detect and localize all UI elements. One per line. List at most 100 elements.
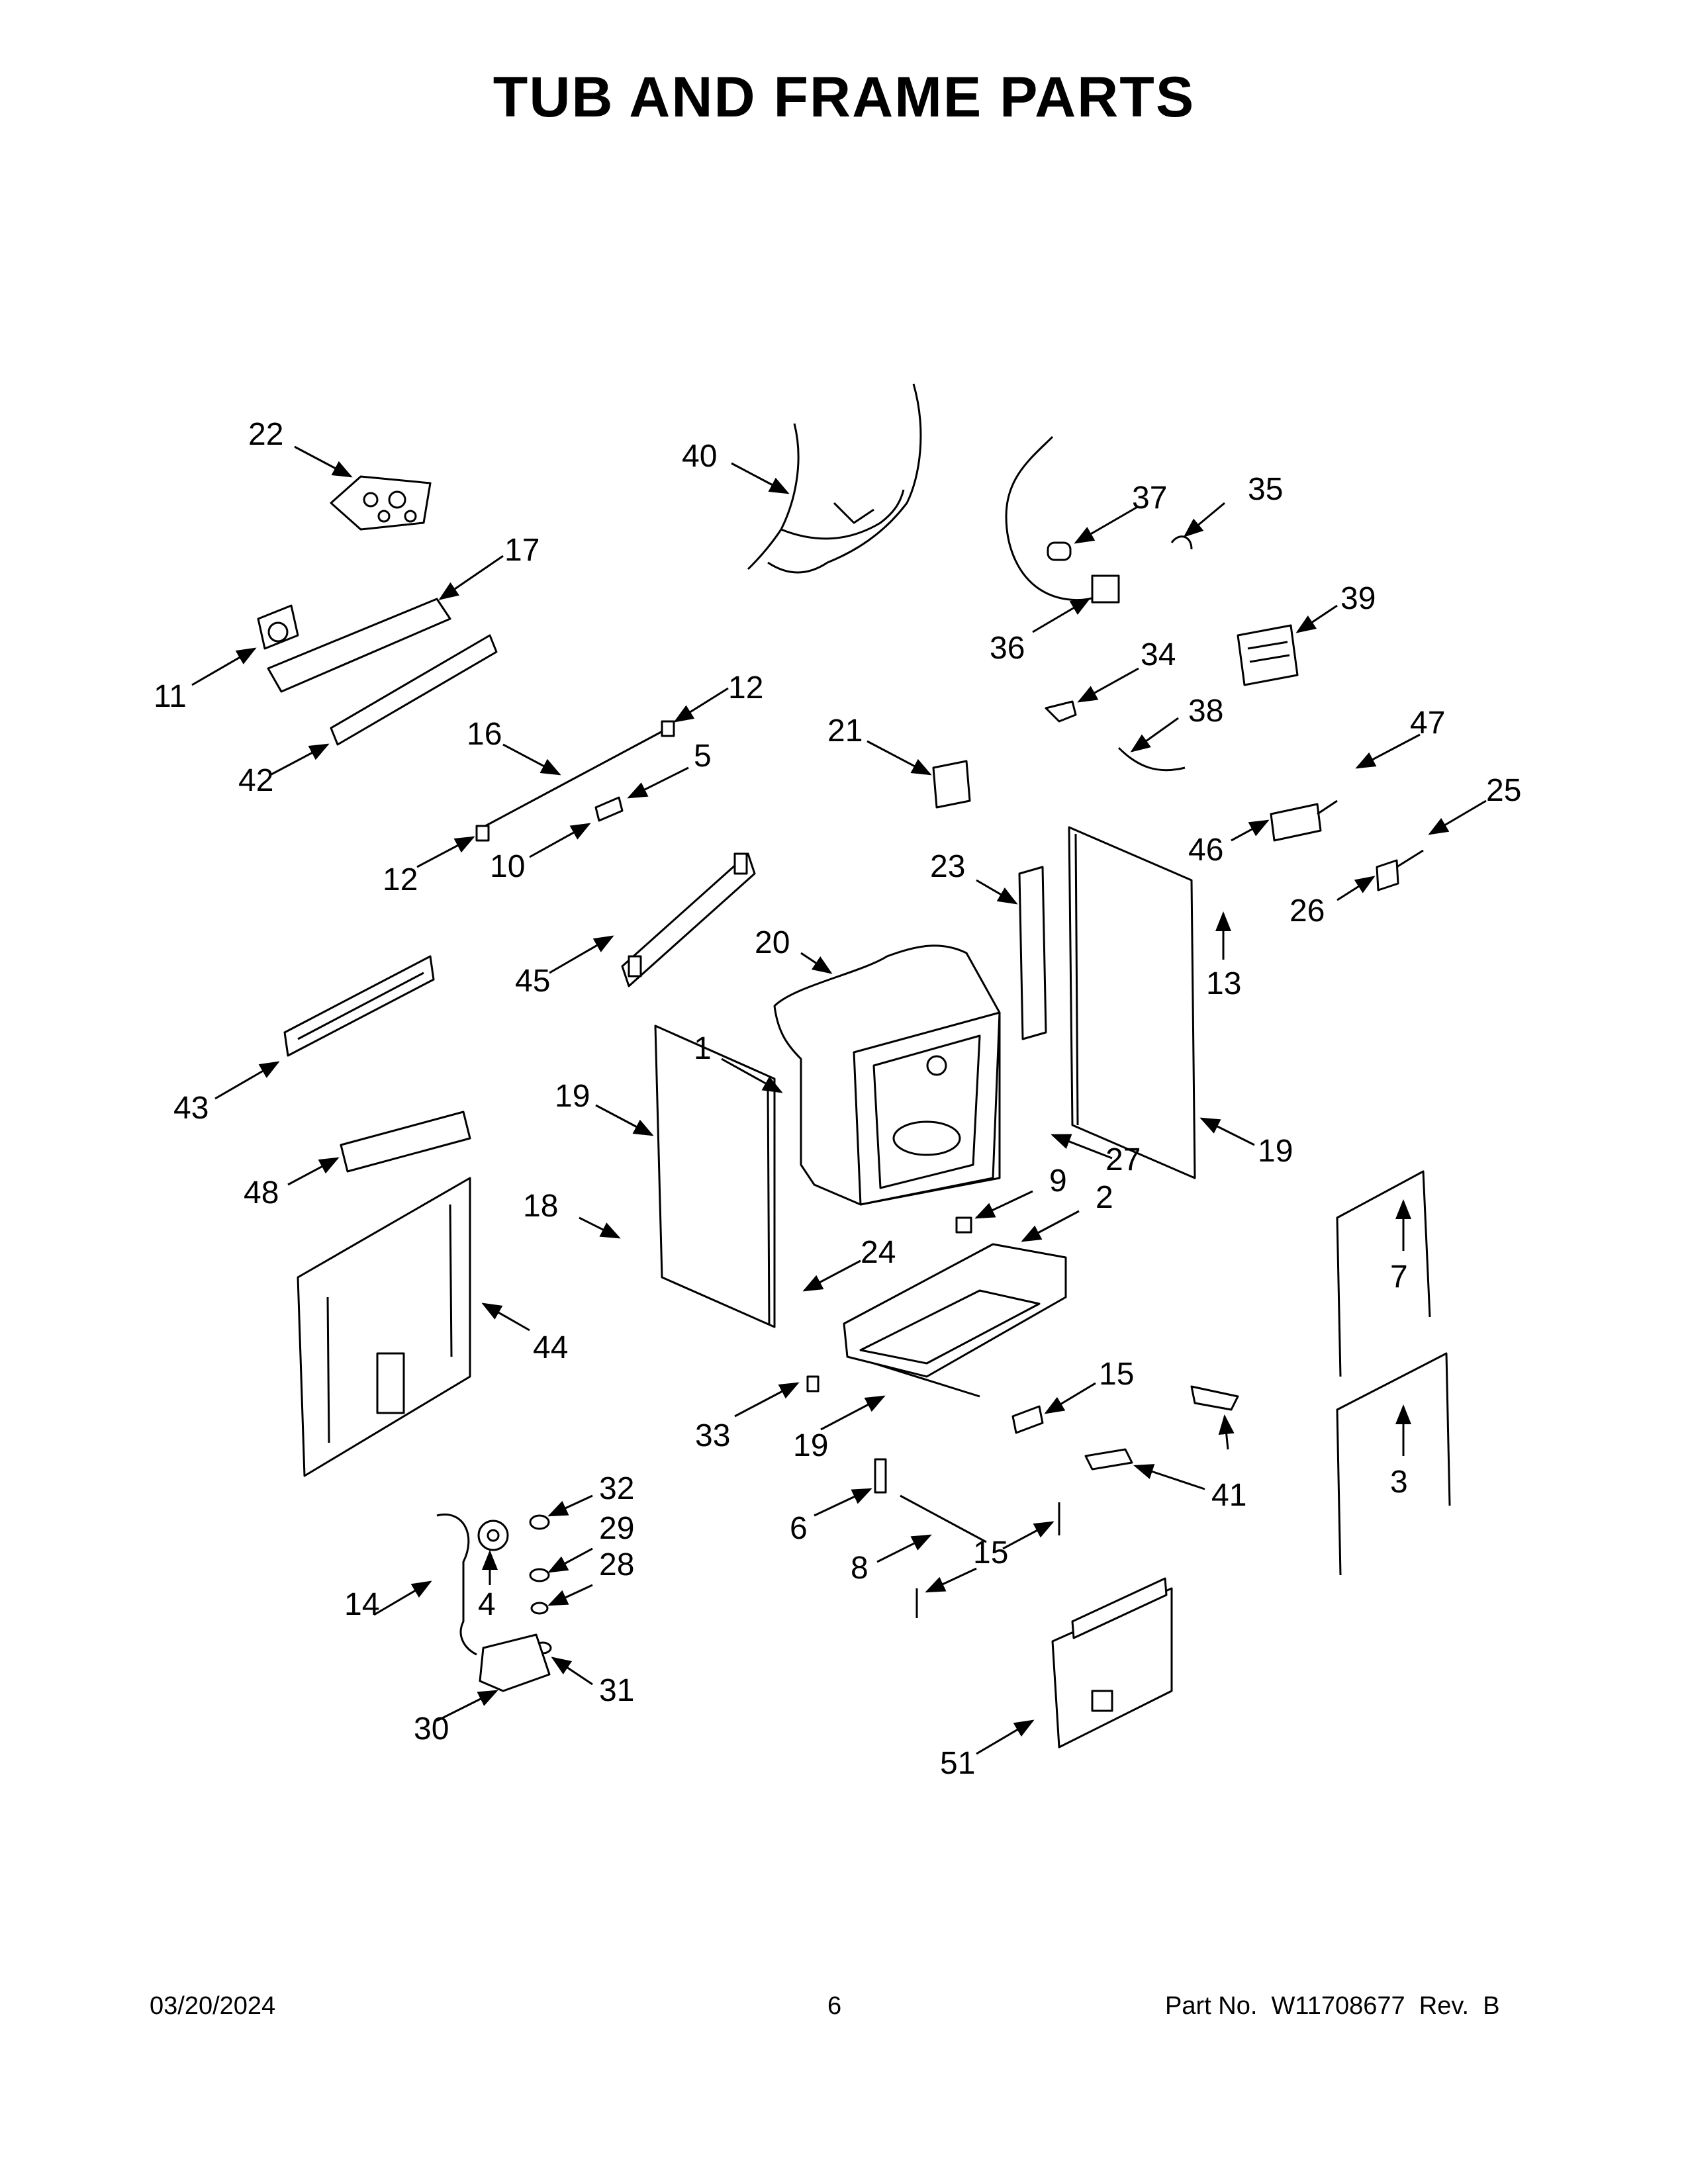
leader-10 xyxy=(529,823,591,858)
callout-39: 37 xyxy=(1132,480,1167,516)
part-number: W11708677 xyxy=(1271,1992,1405,2020)
callout-44: 42 xyxy=(238,763,273,798)
callout-19-left: 19 xyxy=(555,1079,590,1114)
footer-part-number: Part No. W11708677 Rev. B xyxy=(1165,1992,1500,2021)
leader-28 xyxy=(1336,876,1376,901)
part-32-pump xyxy=(479,1633,551,1692)
leader-16b xyxy=(925,1567,977,1593)
callout-35: 33 xyxy=(695,1418,730,1453)
part-4-impeller xyxy=(477,1520,509,1551)
leader-33 xyxy=(551,1657,593,1686)
part-27-28-latch xyxy=(1376,849,1424,891)
leader-11 xyxy=(191,647,257,686)
leader-6 xyxy=(814,1488,872,1517)
part-39-thermistor xyxy=(1047,541,1072,561)
callout-36: 34 xyxy=(1141,637,1176,672)
callout-42: 40 xyxy=(682,439,717,474)
callout-6: 6 xyxy=(790,1511,808,1546)
callout-3: 3 xyxy=(1390,1465,1408,1500)
callout-9: 9 xyxy=(1049,1163,1067,1199)
part-5-10-bracket xyxy=(594,796,624,822)
leader-48 xyxy=(1231,819,1270,842)
part-17-rod xyxy=(476,727,669,832)
callout-14: 13 xyxy=(1206,966,1241,1001)
callout-23: 21 xyxy=(827,713,863,749)
callout-31: 29 xyxy=(599,1511,634,1546)
callout-40: 38 xyxy=(1188,694,1223,729)
callout-1: 1 xyxy=(694,1031,712,1066)
part-23-module xyxy=(932,760,971,809)
callout-22: 20 xyxy=(755,925,790,960)
part-41-board xyxy=(1237,624,1299,686)
part-30-ring xyxy=(530,1602,549,1615)
leader-12b xyxy=(416,836,475,868)
page-title: TUB AND FRAME PARTS xyxy=(492,66,1196,129)
leader-29 xyxy=(1051,1134,1113,1160)
part-46-panel xyxy=(297,1177,471,1477)
leader-1 xyxy=(721,1058,783,1093)
rev-value: B xyxy=(1483,1992,1500,2020)
callout-27: 25 xyxy=(1486,773,1521,808)
callout-43: 41 xyxy=(1211,1478,1246,1513)
part-37-clip xyxy=(1170,535,1193,550)
leader-25 xyxy=(976,879,1018,905)
leader-5 xyxy=(627,766,689,799)
callout-4: 4 xyxy=(478,1587,496,1622)
callout-48: 46 xyxy=(1188,833,1223,868)
part-19-side-panel-right xyxy=(1068,826,1196,1179)
leader-47 xyxy=(549,935,614,974)
part-38-39-sensor-cable xyxy=(1005,435,1100,602)
rev-label: Rev. xyxy=(1419,1992,1470,2020)
leader-19b xyxy=(1199,1117,1255,1146)
part-19-side-panel-left xyxy=(654,1024,776,1328)
callout-49: 47 xyxy=(1410,705,1445,741)
callout-26: 24 xyxy=(861,1235,896,1270)
leader-42 xyxy=(731,462,790,494)
leader-22 xyxy=(800,952,833,974)
leader-13 xyxy=(1044,1382,1096,1414)
leader-51 xyxy=(976,1719,1035,1755)
leader-50 xyxy=(287,1157,340,1186)
leader-49 xyxy=(1355,733,1421,769)
leader-16a xyxy=(1002,1521,1055,1550)
leader-12a xyxy=(673,687,729,723)
callout-47: 45 xyxy=(515,964,550,999)
callout-5: 5 xyxy=(694,739,712,774)
leader-44 xyxy=(271,743,330,776)
callout-37: 35 xyxy=(1248,472,1283,507)
callout-12-top: 12 xyxy=(728,670,763,705)
callout-33: 31 xyxy=(599,1673,634,1708)
part-25-strip xyxy=(1018,866,1047,1040)
callout-7: 7 xyxy=(1390,1259,1408,1295)
callout-10: 10 xyxy=(490,849,525,884)
leader-21 xyxy=(820,1395,886,1431)
callout-29: 27 xyxy=(1105,1142,1141,1177)
callout-24: 22 xyxy=(248,417,283,452)
leader-24 xyxy=(294,445,353,478)
part-34-cap xyxy=(529,1514,550,1530)
leader-41 xyxy=(1295,604,1338,633)
part-50-insulation xyxy=(340,1111,471,1173)
callout-25: 23 xyxy=(930,849,965,884)
callout-38: 36 xyxy=(990,631,1025,666)
footer-page-number: 6 xyxy=(827,1992,842,2020)
part-21-base xyxy=(843,1243,1067,1398)
part-38-switch xyxy=(1091,574,1120,604)
part-40-wire xyxy=(1117,747,1186,772)
leader-23 xyxy=(867,740,932,776)
leader-9 xyxy=(974,1190,1033,1219)
part-31-nut xyxy=(529,1568,550,1582)
callout-18: 17 xyxy=(504,533,539,568)
callout-12-bottom: 12 xyxy=(383,862,418,897)
leader-31 xyxy=(547,1547,593,1573)
part-51-insulation xyxy=(1051,1577,1173,1749)
callout-46: 44 xyxy=(533,1330,568,1365)
callout-2: 2 xyxy=(1096,1180,1113,1215)
callout-16-right: 15 xyxy=(973,1535,1008,1570)
part-44-trim xyxy=(330,634,498,746)
callout-50: 48 xyxy=(244,1175,279,1210)
callout-17: 16 xyxy=(467,717,502,752)
callout-13: 15 xyxy=(1099,1357,1134,1392)
leader-37 xyxy=(1183,502,1225,537)
